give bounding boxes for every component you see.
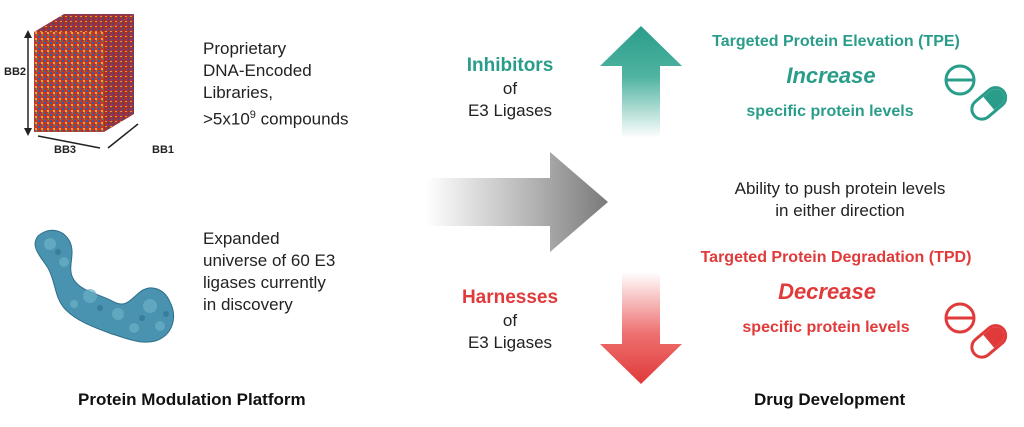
library-line-2: DNA-Encoded: [203, 61, 312, 80]
library-count-suffix: compounds: [255, 109, 349, 129]
tpe-title: Targeted Protein Elevation (TPE): [712, 33, 960, 50]
bb3-dimension-line: [37, 135, 101, 149]
direction-description: Ability to push protein levels in either…: [690, 178, 990, 222]
pill-tablet-icon-teal: [944, 64, 1008, 121]
tpd-block: Targeted Protein Degradation (TPD) Decre…: [676, 246, 996, 340]
inhibitors-target: E3 Ligases: [467, 101, 553, 120]
harnesses-title: Harnesses: [461, 287, 559, 308]
bb3-label: BB3: [54, 144, 77, 156]
up-arrow-icon: [600, 26, 682, 138]
platform-footer-label: Protein Modulation Platform: [78, 390, 306, 409]
library-line-3: Libraries,: [203, 83, 273, 102]
library-count-exponent: 9: [249, 109, 256, 121]
protein-description: Expanded universe of 60 E3 ligases curre…: [203, 228, 335, 316]
tpd-object: specific protein levels: [742, 319, 910, 336]
right-arrow-icon: [426, 152, 608, 252]
tpe-object: specific protein levels: [746, 103, 914, 120]
direction-line-2: in either direction: [775, 201, 905, 220]
tpe-block: Targeted Protein Elevation (TPE) Increas…: [686, 30, 986, 124]
library-count-prefix: >5x10: [203, 109, 250, 129]
tpd-verb: Decrease: [778, 279, 876, 304]
library-line-4: >5x109 compounds: [203, 104, 349, 131]
inhibitors-block: Inhibitors of E3 Ligases: [430, 54, 590, 122]
bb2-label: BB2: [4, 66, 27, 78]
tpd-title: Targeted Protein Degradation (TPD): [700, 249, 972, 266]
library-line-1: Proprietary: [203, 39, 287, 58]
protein-line-2: universe of 60 E3: [203, 251, 336, 270]
direction-line-1: Ability to push protein levels: [734, 179, 946, 198]
harnesses-target: E3 Ligases: [467, 333, 553, 352]
dna-cube-icon: [24, 14, 139, 149]
bb1-label: BB1: [152, 144, 175, 156]
drug-development-footer-label: Drug Development: [754, 390, 906, 409]
inhibitors-of: of: [502, 79, 518, 98]
tpe-verb: Increase: [786, 63, 876, 88]
harnesses-block: Harnesses of E3 Ligases: [430, 286, 590, 354]
protein-line-4: in discovery: [203, 295, 293, 314]
protein-line-1: Expanded: [203, 229, 280, 248]
library-description: Proprietary DNA-Encoded Libraries, >5x10…: [203, 38, 349, 131]
inhibitors-title: Inhibitors: [466, 55, 554, 76]
bb1-dimension-line: [107, 123, 139, 149]
pill-tablet-icon-red: [944, 302, 1008, 359]
harnesses-of: of: [502, 311, 518, 330]
down-arrow-icon: [600, 272, 682, 384]
protein-structure-icon: [34, 229, 174, 343]
protein-line-3: ligases currently: [203, 273, 326, 292]
